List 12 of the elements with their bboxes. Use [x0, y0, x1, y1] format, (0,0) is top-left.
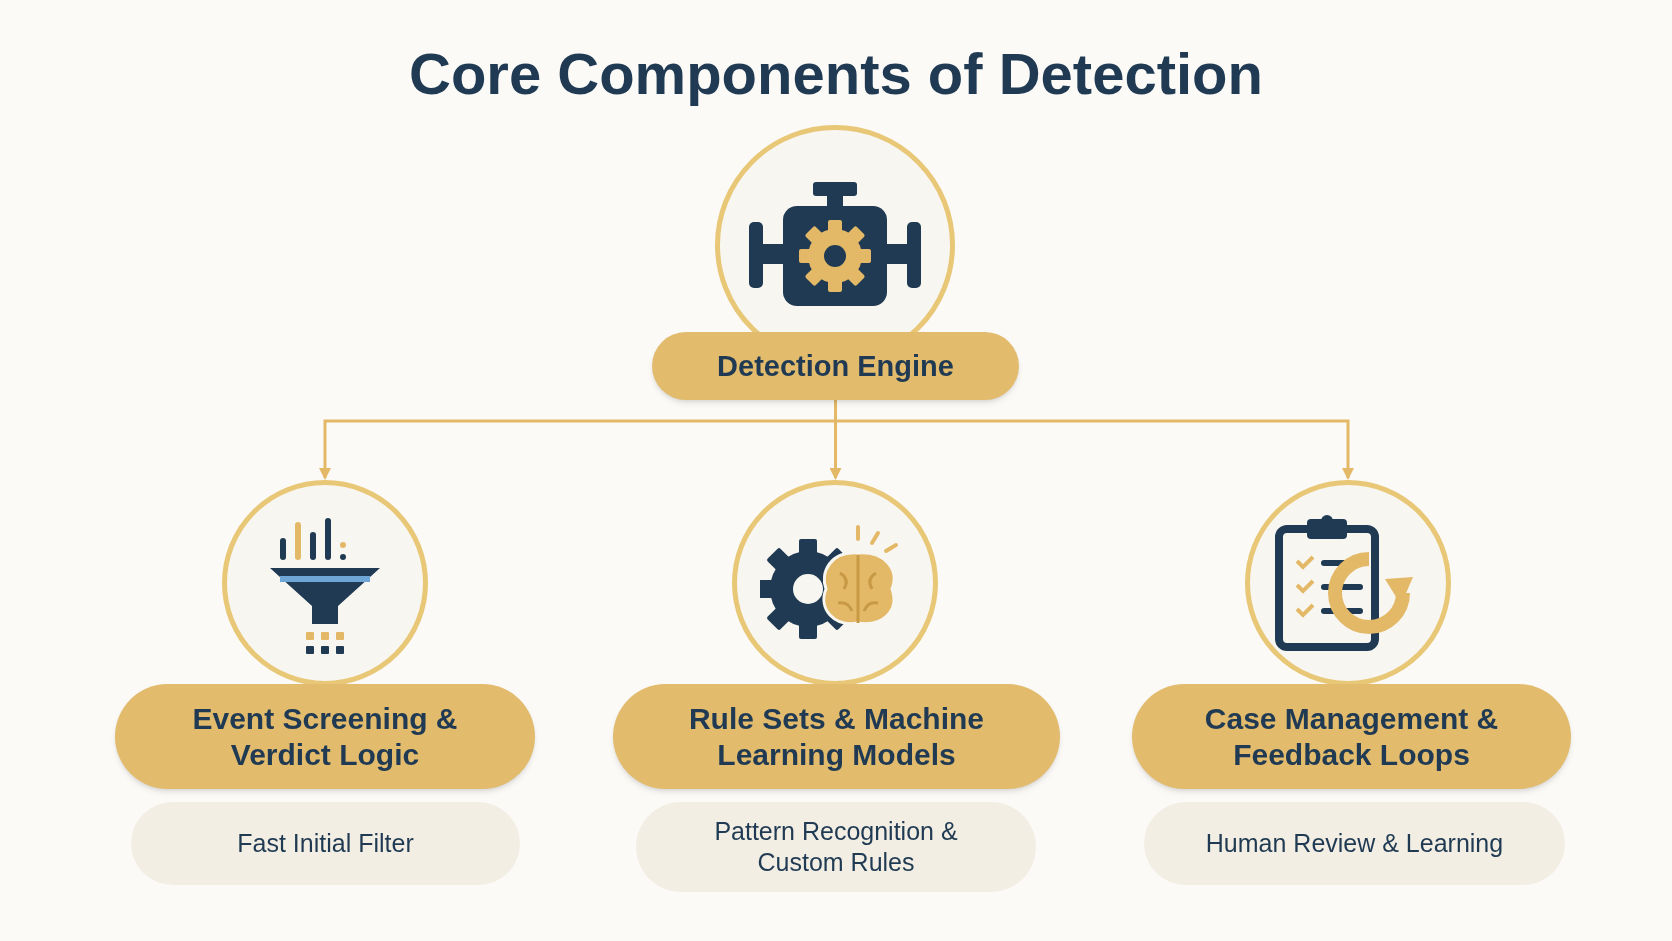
description-text: Pattern Recognition & Custom Rules: [713, 815, 959, 878]
component-node: [652, 125, 1019, 400]
description-text: Human Review & Learning: [1205, 827, 1504, 859]
component-title: Event Screening & Verdict Logic: [191, 700, 459, 773]
component-node: [115, 480, 535, 789]
component-node: [1132, 480, 1571, 789]
title: Core Components of Detection: [409, 40, 1263, 108]
component-title: Detection Engine: [717, 348, 954, 384]
component-title: Case Management & Feedback Loops: [1203, 700, 1500, 773]
description-text: Fast Initial Filter: [237, 827, 414, 859]
component-node: [613, 480, 1060, 789]
component-title: Rule Sets & Machine Learning Models: [687, 700, 986, 773]
